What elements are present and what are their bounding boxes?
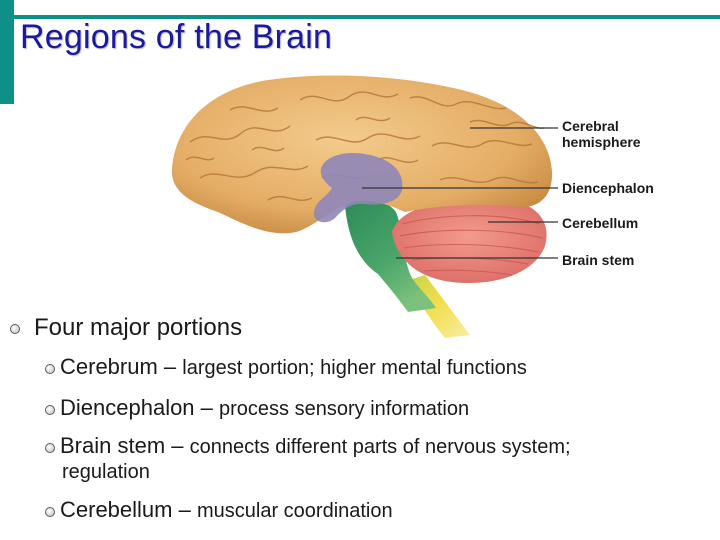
separator: –	[172, 497, 197, 522]
cerebellum-region	[392, 198, 547, 283]
bullet-dot-main	[10, 324, 20, 334]
diencephalon-region	[313, 153, 403, 223]
separator: –	[194, 395, 220, 420]
label-brain-stem: Brain stem	[562, 252, 635, 268]
bullet-cerebellum: Cerebellum – muscular coordination	[60, 497, 393, 523]
desc-diencephalon: process sensory information	[219, 398, 470, 420]
bullet-dot-cerebellum	[45, 507, 55, 517]
desc-cerebrum: largest portion; higher mental functions	[182, 357, 527, 379]
term-cerebellum: Cerebellum	[60, 497, 173, 522]
desc-cerebellum: muscular coordination	[196, 500, 393, 522]
bullet-dot-brain-stem	[45, 443, 55, 453]
term-brain-stem: Brain stem	[60, 433, 166, 458]
term-diencephalon: Diencephalon	[60, 395, 195, 420]
term-cerebrum: Cerebrum	[60, 354, 158, 379]
bullet-dot-diencephalon	[45, 405, 55, 415]
bullet-dot-cerebrum	[45, 364, 55, 374]
bullet-main: Four major portions	[34, 314, 243, 341]
label-cerebellum: Cerebellum	[562, 215, 639, 231]
desc-brain-stem: connects different parts of nervous syst…	[189, 436, 571, 458]
slide-title: Regions of the Brain	[20, 18, 333, 56]
separator: –	[157, 354, 183, 379]
brain-stem-region	[345, 199, 436, 312]
separator: –	[165, 433, 190, 458]
bullet-cerebrum: Cerebrum – largest portion; higher menta…	[60, 354, 527, 380]
label-diencephalon: Diencephalon	[562, 180, 654, 196]
bullet-diencephalon: Diencephalon – process sensory informati…	[60, 395, 469, 421]
label-cerebral-hemisphere: Cerebral hemisphere	[562, 118, 641, 150]
bullet-brain-stem: Brain stem – connects different parts of…	[60, 433, 571, 459]
title-accent-line	[14, 15, 720, 19]
title-accent-bar	[0, 0, 14, 104]
desc-brain-stem-continued: regulation	[62, 461, 150, 483]
